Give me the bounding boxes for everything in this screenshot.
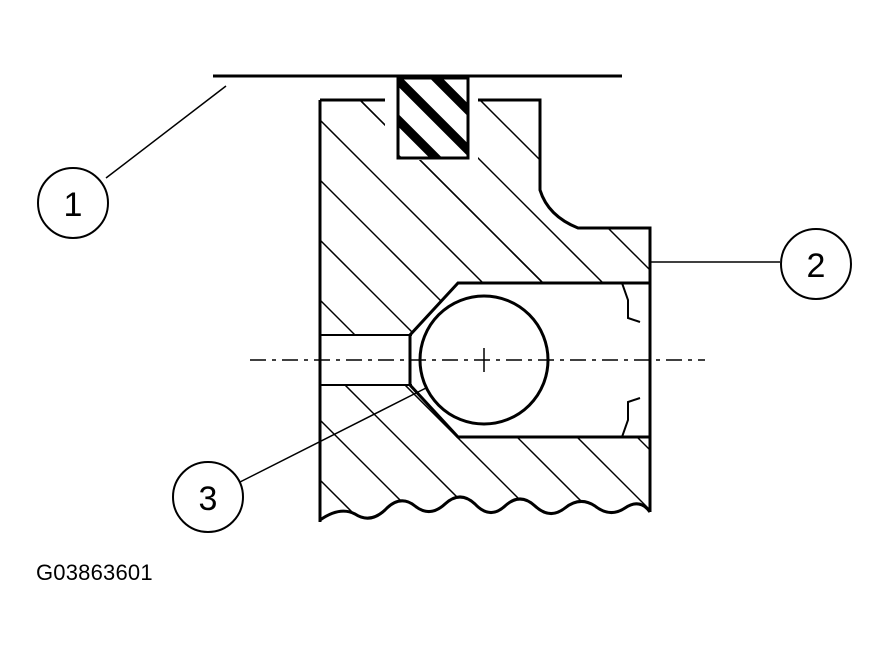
callout-1: 1 [37, 85, 227, 239]
callout-3: 3 [172, 387, 427, 533]
callout-3-number: 3 [199, 480, 218, 518]
callout-2: 2 [650, 228, 852, 300]
seal-ring [396, 76, 470, 160]
figure-id-label: G03863601 [36, 560, 153, 585]
callout-1-number: 1 [64, 186, 83, 224]
callout-2-number: 2 [807, 247, 826, 285]
